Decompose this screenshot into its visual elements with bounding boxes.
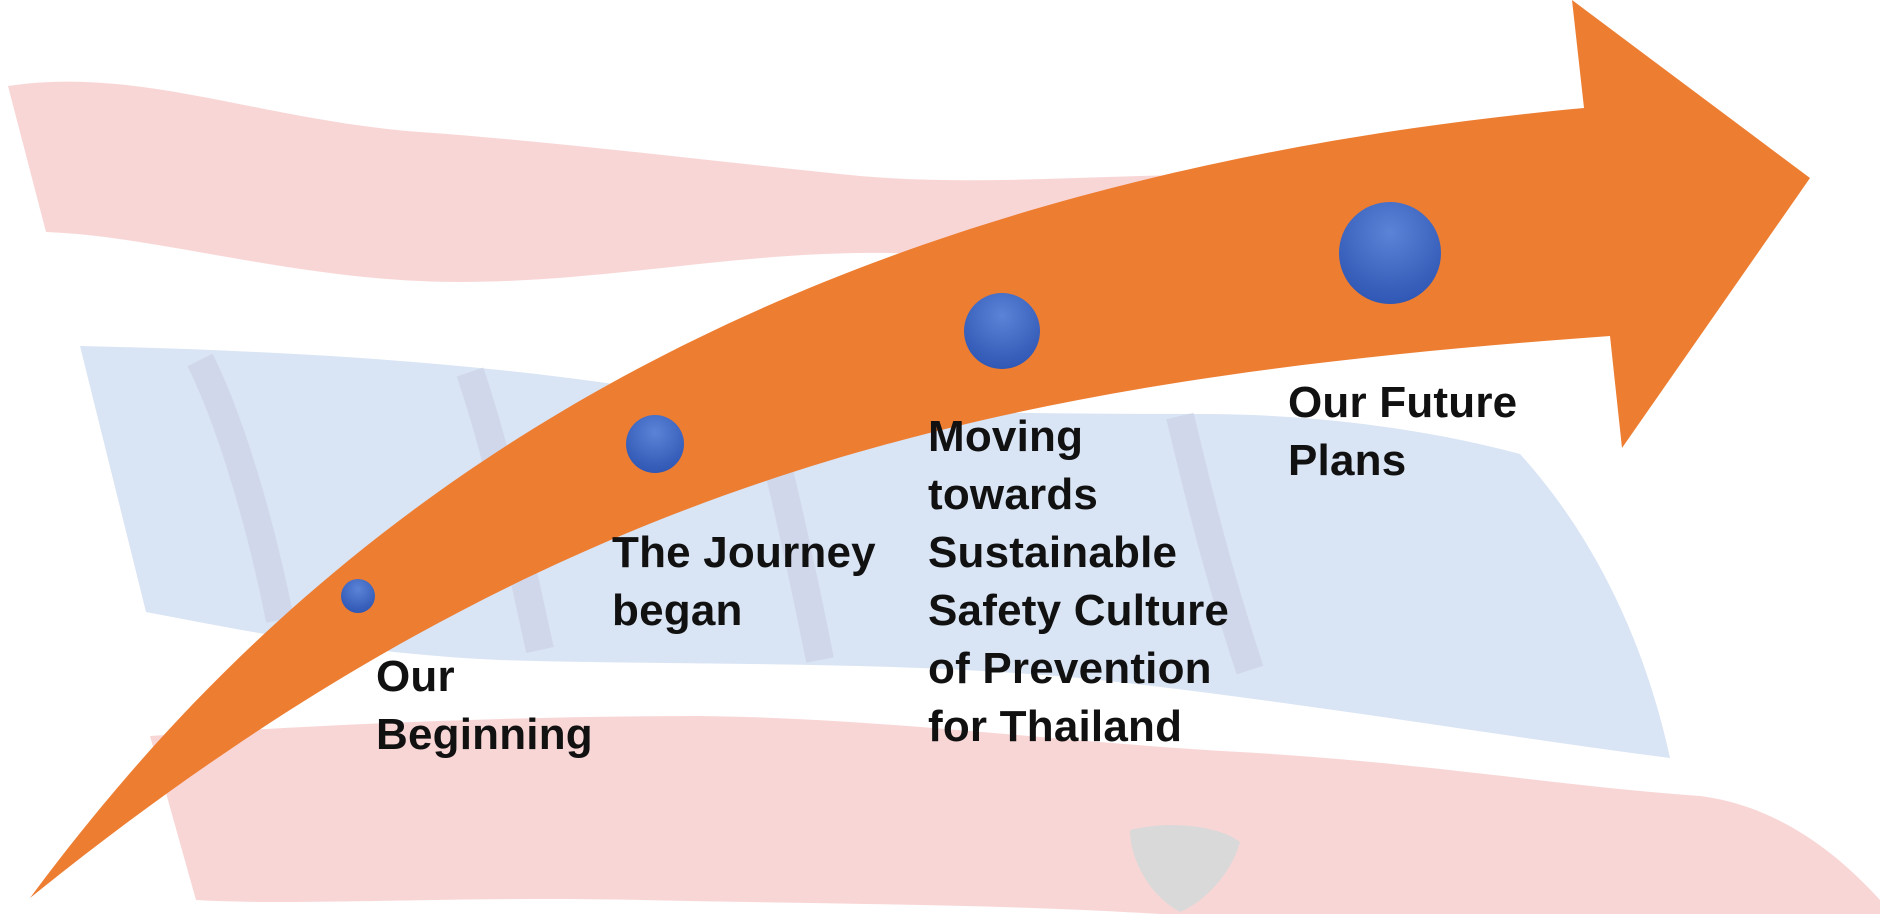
flag-bottom-red-stripe (150, 716, 1880, 914)
flag-shadow (1130, 825, 1240, 912)
milestone-label-future: Our Future Plans (1288, 378, 1518, 485)
milestone-label-journey: The Journey began (612, 528, 876, 635)
milestone-dot-3 (964, 293, 1040, 369)
flag-middle-blue-stripe (80, 346, 1670, 758)
milestone-dot-1 (341, 579, 375, 613)
milestone-dot-4 (1339, 202, 1441, 304)
milestone-label-beginning: Our Beginning (376, 652, 593, 759)
milestone-label-sustainable: Moving towards Sustainable Safety Cultur… (928, 412, 1230, 751)
milestone-dot-2 (626, 415, 684, 473)
